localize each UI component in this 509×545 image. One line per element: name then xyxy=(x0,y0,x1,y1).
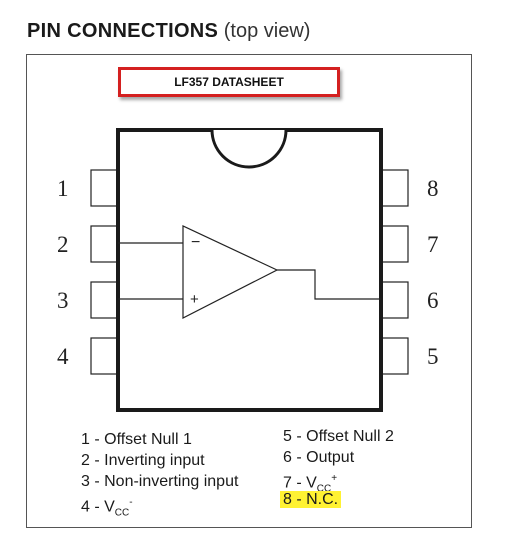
legend-pin-8-highlight: 8 - N.C. xyxy=(280,491,342,508)
legend-pin-1: 1 - Offset Null 1 xyxy=(81,431,192,448)
legend-pin-7-prefix: 7 - V xyxy=(283,474,317,492)
pin-6-lead xyxy=(380,281,409,319)
legend-pin-6: 6 - Output xyxy=(283,449,355,466)
pin-7-lead xyxy=(380,225,409,263)
pin-number-5: 5 xyxy=(427,344,439,369)
chip-notch xyxy=(210,129,288,169)
legend-pin-7: 7 - VCC+ xyxy=(283,468,394,495)
legend-pin-4-sup: - xyxy=(129,497,133,508)
legend-pin-4-sub: CC xyxy=(114,507,130,519)
legend-pin-8: 8 - N.C. xyxy=(280,489,394,510)
pin-3-lead xyxy=(90,281,119,319)
legend-pin-3: 3 - Non-inverting input xyxy=(81,473,239,490)
wire-output xyxy=(277,269,381,300)
pin-number-6: 6 xyxy=(427,288,439,313)
legend-pin-7-sup: + xyxy=(331,473,338,484)
diagram-frame xyxy=(26,54,472,528)
heading-subtitle: (top view) xyxy=(223,20,311,42)
pin-2-lead xyxy=(90,225,119,263)
legend-pin-4-prefix: 4 - V xyxy=(81,498,115,516)
pin-number-3: 3 xyxy=(57,288,69,313)
pin-number-4: 4 xyxy=(57,344,69,369)
legend-pin-2: 2 - Inverting input xyxy=(81,452,205,469)
legend-pin-5: 5 - Offset Null 2 xyxy=(283,428,394,445)
opamp-noninverting-sign: + xyxy=(190,291,199,308)
section-heading: PIN CONNECTIONS (top view) xyxy=(27,20,310,43)
heading-title: PIN CONNECTIONS xyxy=(27,20,219,42)
pin-4-lead xyxy=(90,337,119,375)
pin-5-lead xyxy=(380,337,409,375)
datasheet-tag: LF357 DATASHEET xyxy=(118,67,340,97)
pin-number-2: 2 xyxy=(57,232,69,257)
pin-8-lead xyxy=(380,169,409,207)
pin-number-8: 8 xyxy=(427,176,439,201)
pin-legend-right: 5 - Offset Null 2 6 - Output 7 - VCC+ 8 … xyxy=(280,426,394,510)
pin-legend-left: 1 - Offset Null 1 2 - Inverting input 3 … xyxy=(81,429,239,519)
pin-1-lead xyxy=(90,169,119,207)
legend-pin-4: 4 - VCC- xyxy=(81,492,238,519)
datasheet-tag-label: LF357 DATASHEET xyxy=(174,75,284,89)
pin-number-7: 7 xyxy=(427,232,439,257)
opamp-inverting-sign: − xyxy=(191,234,200,251)
pin-number-1: 1 xyxy=(57,176,69,201)
opamp-symbol xyxy=(182,225,279,319)
legend-pin-7-sub: CC xyxy=(316,483,332,495)
